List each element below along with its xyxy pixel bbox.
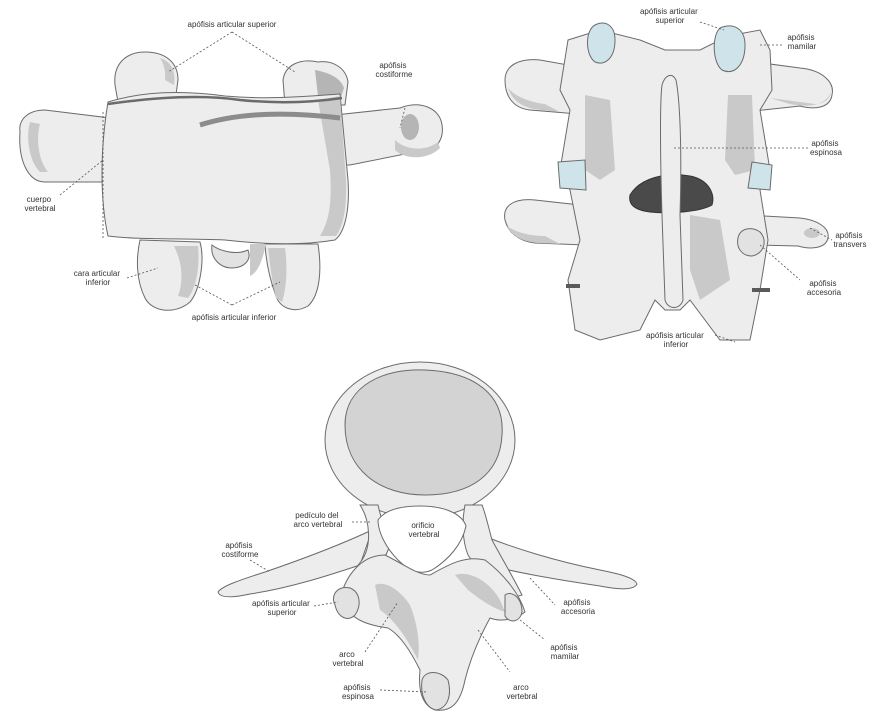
label-post-apofisis-transversa: apófisis transvers [834,231,867,249]
lamina-right-shade [725,95,755,175]
costiform-tip [401,114,419,140]
label-sup-orificio: orificio vertebral [408,521,439,539]
mamillary-process-bottom [505,594,522,621]
vertebral-body-nucleus [345,370,502,495]
label-apofisis-articular-superior: apófisis articular superior [188,20,277,29]
label-post-apofisis-accesoria: apófisis accesoria [807,279,842,297]
costiform-process [335,105,442,165]
label-post-apofisis-articular-inferior: apófisis articular inferior [646,331,706,349]
mid-facet-right [748,162,772,190]
transverse-tip [804,228,820,238]
label-apofisis-articular-inferior: apófisis articular inferior [192,313,277,322]
leader-inf-art-left [195,285,232,305]
leader-sup-art-left [168,32,232,72]
label-cara-articular-inferior: cara articular inferior [74,269,122,287]
superior-articular-process-bottom [333,587,359,618]
posterior-view: apófisis articular superior apófisis mam… [505,7,867,349]
leader-post-sup-art [700,22,724,30]
leader-sup-mamilar [520,620,545,640]
label-sup-articular-superior: apófisis articular superior [252,599,312,617]
label-post-apofisis-mamilar: apófisis mamilar [787,33,816,51]
label-apofisis-costiforme: apófisis costiforme [376,61,413,79]
label-sup-arco-left: arco vertebral [332,650,363,668]
leader-arco-right [478,630,510,672]
label-sup-mamilar: apófisis mamilar [550,643,579,661]
superior-view: pedículo del arco vertebral orificio ver… [218,362,637,710]
label-post-apofisis-espinosa: apófisis espinosa [810,139,843,157]
label-sup-arco-right: arco vertebral [506,683,537,701]
label-sup-pediculo: pedículo del arco vertebral [294,511,343,529]
label-sup-accesoria: apófisis accesoria [561,598,596,616]
leader-inf-art-right [232,282,280,305]
inferior-articular-shadow [250,244,266,276]
accessory-process [738,229,765,256]
superior-facet-left [588,23,616,63]
leader-sup-accesoria [530,578,555,605]
leader-sup-costiforme [250,560,270,572]
mid-facet-left [558,160,586,190]
lamina-notch [212,245,249,268]
label-sup-espinosa: apófisis espinosa [342,683,375,701]
label-sup-costiforme: apófisis costiforme [222,541,259,559]
spinous-tip-bottom [422,673,450,711]
lamina-left-shade [585,95,615,180]
leader-sup-art-right [232,32,295,72]
superior-facet-right [714,26,745,72]
label-post-apofisis-articular-superior: apófisis articular superior [640,7,700,25]
spinous-process [661,75,684,307]
lateral-view: apófisis articular superior apófisis cos… [20,20,443,322]
label-cuerpo-vertebral: cuerpo vertebral [24,195,55,213]
